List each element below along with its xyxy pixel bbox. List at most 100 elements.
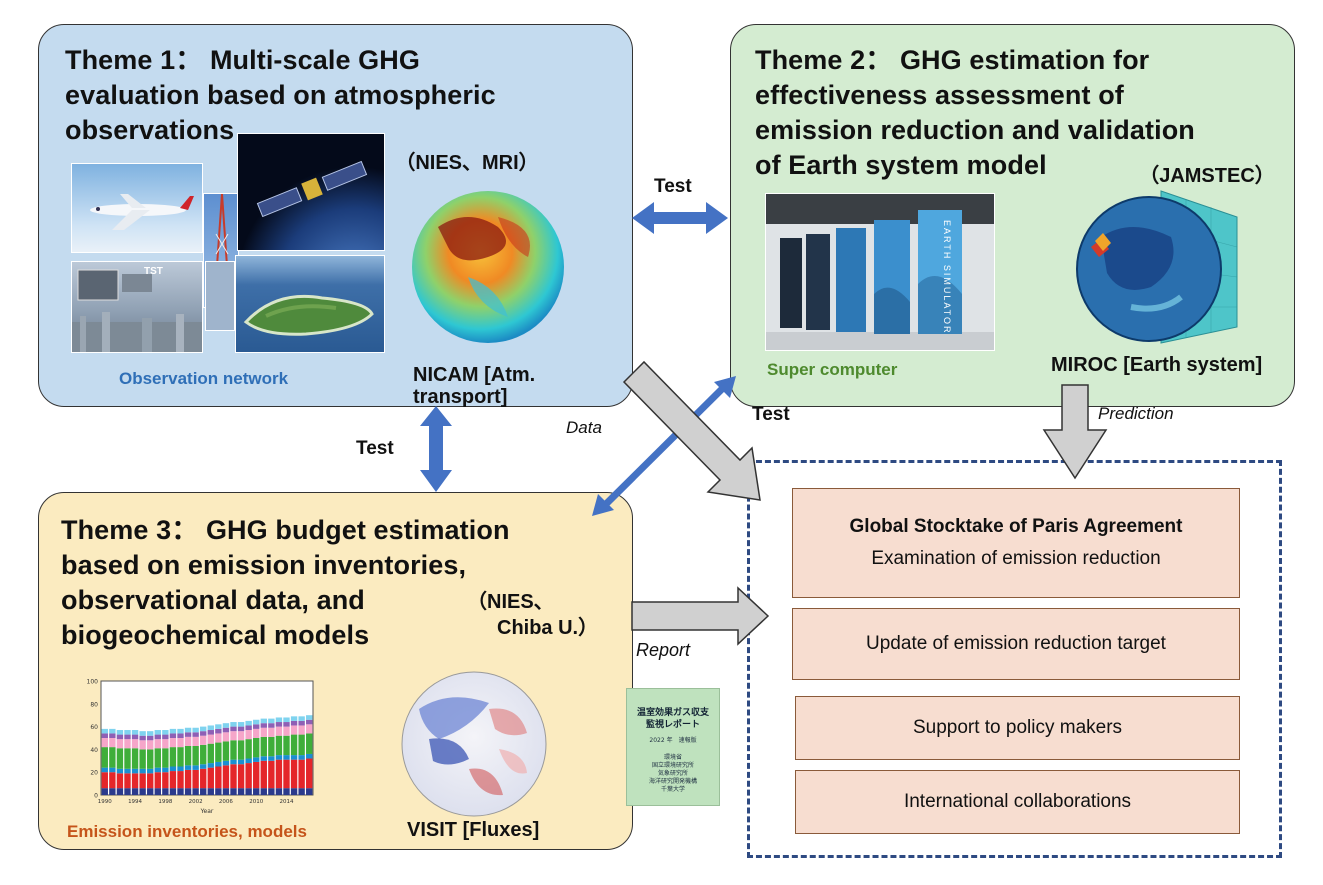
chart-bar-segment <box>260 736 267 757</box>
chart-bar-segment <box>124 739 131 749</box>
chart-bar-segment <box>154 748 161 768</box>
chart-bar-segment <box>147 773 154 789</box>
chart-bar-segment <box>192 769 199 789</box>
chart-bar-segment <box>131 734 139 740</box>
chart-bar-segment <box>177 733 184 738</box>
chart-bar-segment <box>101 728 108 734</box>
chart-bar-segment <box>124 768 131 774</box>
chart-bar-segment <box>169 788 177 795</box>
chart-bar-segment <box>139 773 146 789</box>
test-arrow-top <box>632 202 728 234</box>
chart-bar-segment <box>230 726 237 732</box>
chart-bar-segment <box>101 772 108 789</box>
chart-bar-segment <box>116 773 124 789</box>
chart-bar-segment <box>139 749 146 769</box>
chart-bar-segment <box>116 739 124 749</box>
chart-bar-segment <box>275 717 283 723</box>
chart-bar-segment <box>147 788 154 795</box>
chart-bar-segment <box>116 788 124 795</box>
chart-bar-segment <box>200 726 207 732</box>
theme3-title: Theme 3： GHG budget estimation based on … <box>61 515 510 650</box>
chart-bar-segment <box>275 722 283 727</box>
chart-bar-segment <box>253 788 260 795</box>
chart-bar-segment <box>162 730 169 735</box>
chart-bar-segment <box>283 735 290 756</box>
chart-bar-segment <box>222 723 230 728</box>
chart-bar-segment <box>268 727 275 737</box>
chart-bar-segment <box>237 764 245 789</box>
chart-bar-segment <box>184 732 192 737</box>
chart-bar-segment <box>215 766 222 789</box>
nicam-caption: NICAM [Atm. transport] <box>413 364 536 408</box>
chart-bar-segment <box>222 765 230 789</box>
instrument-icon <box>72 269 202 352</box>
chart-bar-segment <box>298 725 305 735</box>
chart-bar-segment <box>124 730 131 735</box>
chart-bar-segment <box>290 734 298 756</box>
supercomputer-photo: EARTH SIMULATOR <box>765 193 995 351</box>
super-computer-caption: Super computer <box>767 360 898 379</box>
chart-bar-segment <box>306 724 313 734</box>
chart-x-tick-label: 1990 <box>98 799 112 805</box>
chart-bar-segment <box>283 755 290 760</box>
miroc-globe-image <box>1076 190 1238 344</box>
chart-bar-segment <box>116 730 124 735</box>
tst-photo: TST <box>71 261 203 353</box>
chart-bar-segment <box>101 788 108 795</box>
island-icon <box>243 294 374 336</box>
chart-y-tick-label: 20 <box>90 770 98 777</box>
theme2-panel: Theme 2： GHG estimation for effectivenes… <box>730 24 1295 407</box>
chart-bar-segment <box>124 748 131 769</box>
visit-globe-image <box>401 671 547 817</box>
chart-y-tick-label: 100 <box>87 679 99 686</box>
chart-bar-segment <box>177 747 184 767</box>
chart-bar-segment <box>230 722 237 727</box>
chart-bar-segment <box>192 736 199 746</box>
chart-bar-segment <box>215 742 222 762</box>
chart-bar-segment <box>245 739 252 759</box>
emission-inventories-caption: Emission inventories, models <box>67 822 307 841</box>
chart-bar-segment <box>215 788 222 795</box>
theme3-org: （NIES、 Chiba U.） <box>467 591 599 639</box>
chart-bar-segment <box>131 748 139 769</box>
chart-bar-segment <box>147 731 154 736</box>
chart-bar-segment <box>101 733 108 738</box>
report-book-image: 温室効果ガス収支 監視レポート 2022 年 速報版 環境省 国立環境研究所 気… <box>626 688 720 806</box>
airplane-icon <box>90 194 194 230</box>
chart-bar-segment <box>177 766 184 772</box>
chart-bar-segment <box>116 734 124 740</box>
chart-bar-segment <box>298 759 305 789</box>
prediction-arrow <box>1042 384 1108 480</box>
chart-bar-segment <box>237 740 245 760</box>
chart-bar-segment <box>298 716 305 721</box>
theme2-title: Theme 2： GHG estimation for effectivenes… <box>755 45 1195 180</box>
chart-bar-segment <box>268 718 275 724</box>
chart-bar-segment <box>222 741 230 761</box>
chart-bar-segment <box>169 766 177 772</box>
chart-bar-segment <box>230 731 237 741</box>
server-rack-icon <box>766 194 994 350</box>
chart-bar-segment <box>245 758 252 764</box>
chart-bar-segment <box>109 728 116 734</box>
chart-bar-segment <box>200 731 207 736</box>
chart-x-tick-label: 2010 <box>249 799 263 805</box>
chart-bar-segment <box>260 760 267 789</box>
chart-bar-segment <box>109 738 116 748</box>
nicam-globe-image <box>412 191 564 343</box>
chart-bar-segment <box>245 725 252 731</box>
chart-bar-segment <box>131 768 139 774</box>
chart-bar-segment <box>192 745 199 766</box>
chart-bar-segment <box>222 732 230 742</box>
chart-bar-segment <box>162 734 169 740</box>
chart-bar-segment <box>237 731 245 741</box>
chart-bar-segment <box>184 765 192 770</box>
island-photo <box>235 255 385 353</box>
chart-bar-segment <box>275 759 283 789</box>
chart-bar-segment <box>184 769 192 789</box>
chart-bar-segment <box>162 748 169 768</box>
chart-bar-segment <box>131 739 139 749</box>
test-label-left: Test <box>356 438 394 459</box>
chart-bar-segment <box>177 788 184 795</box>
chart-bar-segment <box>290 716 298 721</box>
chart-bar-segment <box>116 748 124 769</box>
